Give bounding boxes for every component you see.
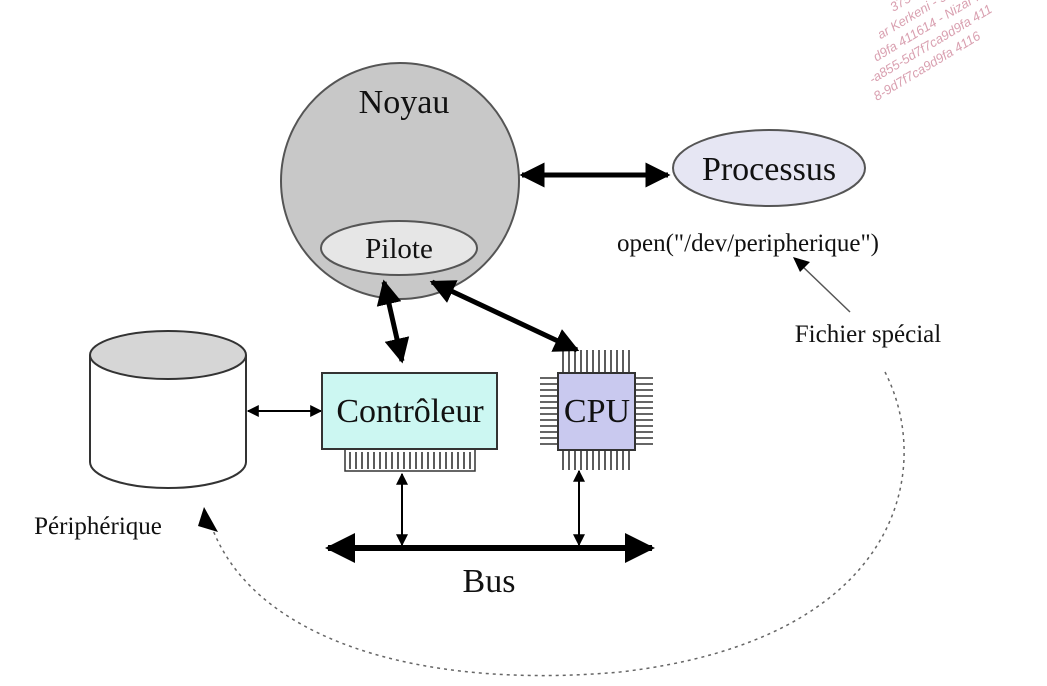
fichier-to-open-arrowhead bbox=[793, 257, 810, 272]
peripherique-label: Périphérique bbox=[34, 513, 162, 540]
controleur-card bbox=[321, 372, 498, 472]
open-call-label: open("/dev/peripherique") bbox=[617, 230, 879, 257]
pilote-controleur-arrow bbox=[376, 279, 410, 364]
noyau-label: Noyau bbox=[359, 84, 450, 121]
watermark: 7ff5-4f14 375d-4846-a ar Kerkeni - 593c … bbox=[866, 0, 994, 104]
pilote-label: Pilote bbox=[365, 233, 433, 265]
cpu-chip bbox=[540, 350, 653, 470]
fichier-special-label: Fichier spécial bbox=[795, 321, 942, 348]
processus-label: Processus bbox=[702, 151, 836, 188]
processus-ellipse bbox=[672, 129, 866, 207]
controleur-label: Contrôleur bbox=[336, 393, 484, 430]
bus-label: Bus bbox=[463, 563, 516, 600]
pilote-ellipse bbox=[320, 220, 478, 276]
special-file-link-curve bbox=[209, 371, 905, 677]
peripherique-cylinder bbox=[89, 330, 247, 489]
fichier-to-open-line bbox=[799, 263, 851, 313]
special-file-link-arrowhead bbox=[198, 507, 218, 532]
pilote-cpu-arrow bbox=[429, 279, 580, 353]
cpu-label: CPU bbox=[564, 393, 630, 430]
